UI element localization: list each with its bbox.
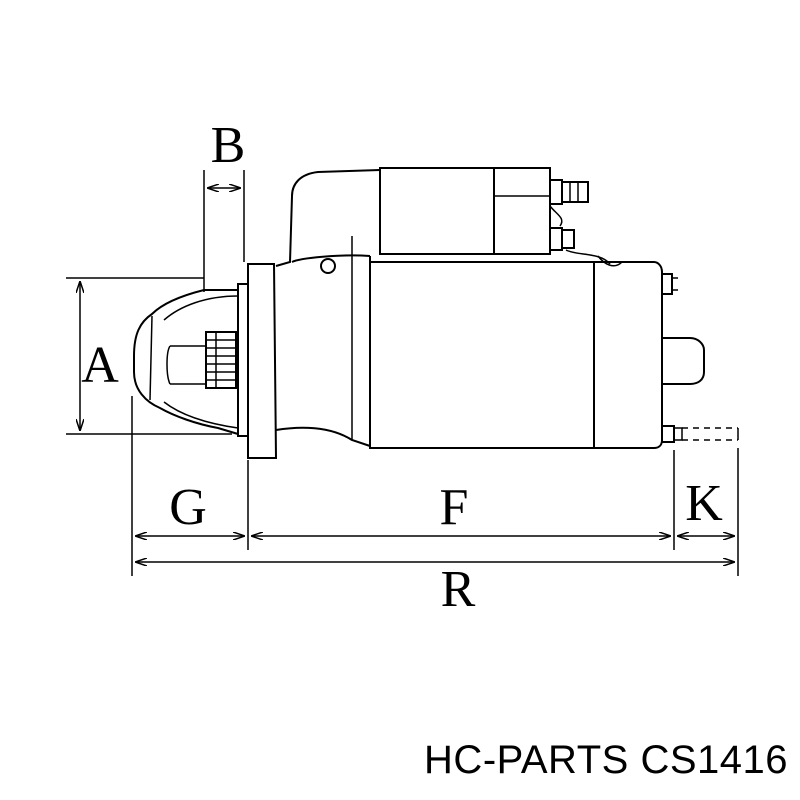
dimension-label-b: B (211, 117, 246, 174)
dimension-label-f: F (440, 479, 469, 536)
part-number: CS1416 (640, 738, 788, 782)
dimension-label-a: A (81, 337, 119, 394)
dimension-label-k: K (685, 475, 723, 532)
starter-motor-outline (133, 167, 739, 459)
brand-name: HC-PARTS (424, 738, 629, 782)
dimension-lines (66, 170, 739, 576)
dimension-label-r: R (441, 561, 476, 618)
dimension-label-g: G (169, 479, 207, 536)
part-caption: HC-PARTS CS1416 (424, 738, 788, 783)
